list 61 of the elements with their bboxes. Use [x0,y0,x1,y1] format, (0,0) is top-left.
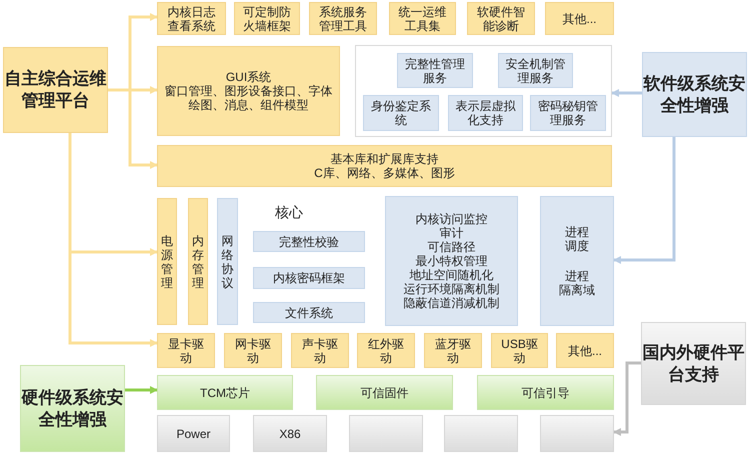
platform-box: 国内外硬件平台支持 [641,322,746,405]
box-text: C库、网络、多媒体、图形 [314,166,455,180]
module-box: 其他... [545,2,614,35]
driver-box: 网卡驱动 [224,333,282,368]
module-box [540,196,614,326]
box-text: 审计 [440,226,464,240]
trust-box: 可信固件 [316,375,453,410]
box-text: 进程调度 [565,225,589,253]
security-box: 软件级系统安全性增强 [642,52,747,137]
module-box: 内核密码框架 [253,267,365,289]
cpu-box [349,415,423,452]
box-text: 可信路径 [428,240,476,254]
module-box [157,46,340,136]
service-box: 表示层虚拟化支持 [448,95,523,131]
box-text: 进程隔离域 [559,269,595,297]
service-box: 密码秘钥管理服务 [530,95,606,131]
module-box [157,145,612,187]
arrow [108,88,158,169]
trust-box: TCM芯片 [157,375,293,410]
arrow [613,362,641,436]
trust-box: 可信引导 [477,375,614,410]
driver-box: 红外驱动 [357,333,415,368]
arrow [125,386,158,394]
box-text: 地址空间随机化 [410,268,494,282]
module-box: 可定制防火墙框架 [234,2,300,35]
box-heading: GUI系统 [224,70,272,84]
box-text: 隐蔽信道消减机制 [404,296,500,310]
arrow [613,137,676,264]
module-box: 系统服务管理工具 [309,2,377,35]
box-text: 窗口管理、图形设备接口、字体绘图、消息、组件模型 [164,84,334,112]
driver-box: 显卡驱动 [157,333,215,368]
module-box: 统一运维工具集 [389,2,456,35]
service-box: 身份鉴定系统 [363,95,439,131]
group-panel [355,45,612,137]
module-box [385,196,518,326]
module-box: 软硬件智能诊断 [467,2,535,35]
service-box: 完整性管理服务 [397,53,473,88]
cpu-box [540,415,614,452]
module-box: 网络协议 [217,198,238,325]
platform-box: 自主综合运维管理平台 [3,47,108,133]
module-box: 电源管理 [157,198,177,325]
module-box: 文件系统 [253,302,365,323]
cpu-box [444,415,518,452]
driver-box: 其他... [556,333,614,368]
driver-box: 声卡驱动 [291,333,349,368]
section-title: 核心 [275,204,303,222]
module-box: 完整性校验 [253,231,365,252]
security-box: 硬件级系统安全性增强 [20,365,125,452]
module-box: 内核日志查看系统 [157,2,226,35]
arrow [68,133,158,347]
cpu-box: Power [157,415,230,452]
arrow [611,89,642,97]
cpu-box: X86 [253,415,327,452]
module-box: 内存管理 [188,198,208,325]
driver-box: 蓝牙驱动 [424,333,482,368]
box-text: 内核访问监控 [416,212,488,226]
box-text: 最小特权管理 [416,254,488,268]
box-heading: 基本库和扩展库支持 [330,152,438,166]
driver-box: USB驱动 [491,333,548,368]
box-text: 运行环境隔离机制 [404,282,500,296]
service-box: 安全机制管理服务 [498,53,573,88]
